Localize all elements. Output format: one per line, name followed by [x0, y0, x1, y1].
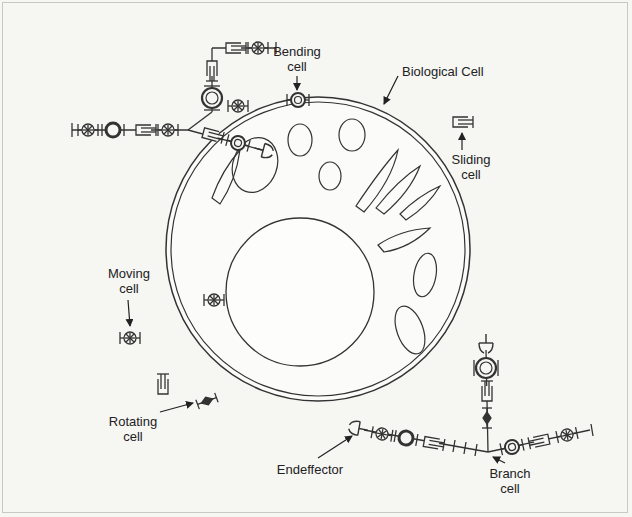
rotating-cell-label: Rotating cell [100, 414, 166, 444]
endeffector-label: Endeffector [262, 462, 358, 477]
branch-cell-label: Branch cell [480, 466, 540, 496]
biological-cell-label: Biological Cell [402, 64, 522, 79]
sliding-cell-label: Sliding cell [440, 152, 502, 182]
moving-cell-label: Moving cell [98, 266, 160, 296]
bending-cell-label: Bending cell [266, 44, 328, 74]
